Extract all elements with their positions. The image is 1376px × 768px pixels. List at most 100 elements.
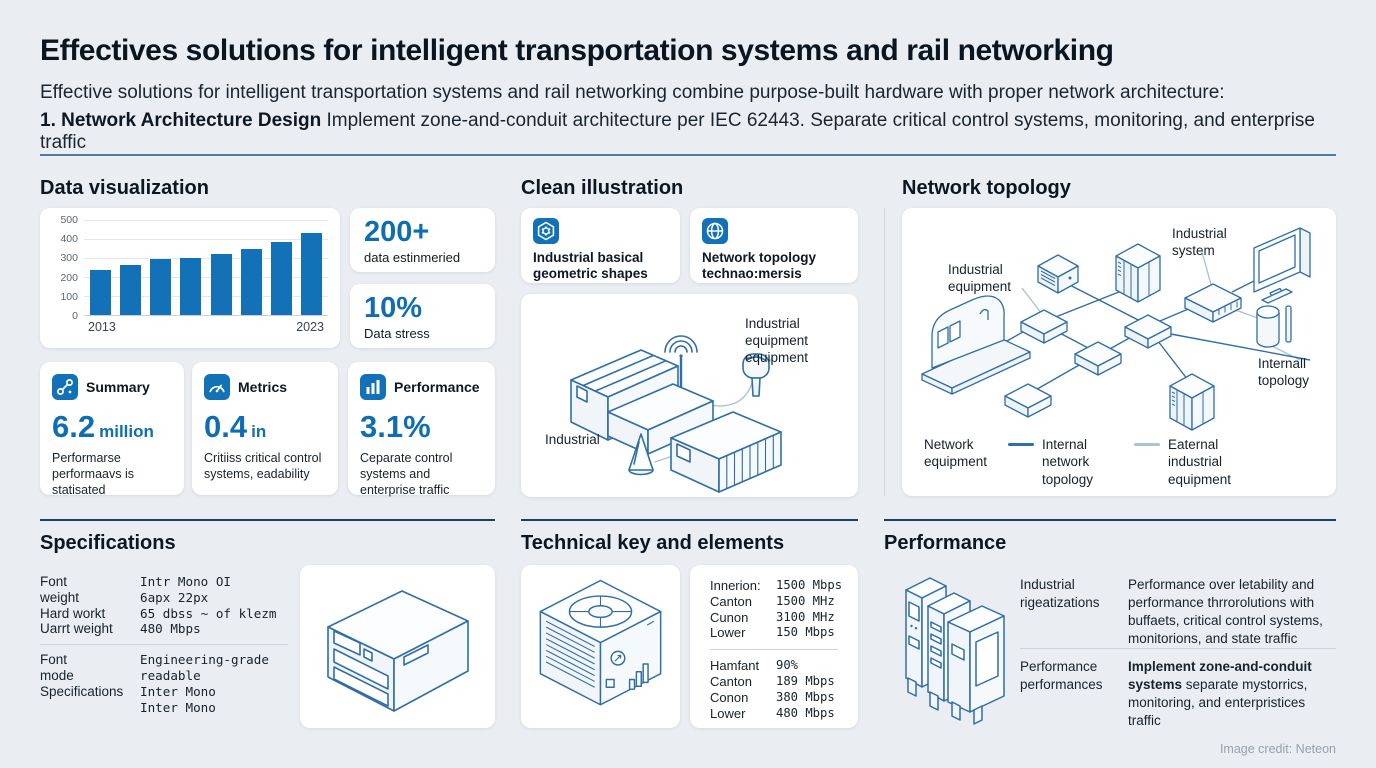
spec-label: Font: [40, 652, 68, 668]
metric-label: Performance: [394, 379, 480, 395]
performance-divider: [1020, 648, 1336, 649]
section-rule: [40, 519, 495, 521]
metric-label: Metrics: [238, 379, 288, 395]
section-title-specifications: Specifications: [40, 532, 176, 554]
stat-caption: data estinmeried: [364, 250, 461, 266]
section-title-network-topology: Network topology: [902, 177, 1071, 199]
spec-value: Engineering-grade: [140, 652, 269, 668]
performance-text-body: separate mystorrics, monitoring, and ent…: [1128, 676, 1308, 728]
machine-illustration-card: Industrial equipment equipment Industria…: [521, 294, 858, 497]
legend-network-equipment: Network equipment: [924, 437, 988, 470]
performance-text-body: Performance over letability and performa…: [1128, 577, 1323, 646]
tech-label: Conon: [710, 689, 749, 705]
topology-label-industrial-equipment: Industrial equipment: [948, 262, 1012, 294]
industrial-machine-illustration: [570, 335, 782, 493]
section-title-data-visualization: Data visualization: [40, 177, 209, 199]
hexagon-gear-icon: [533, 218, 559, 244]
performance-row-text: Performance over letability and performa…: [1128, 576, 1340, 648]
gauge-icon: [204, 374, 230, 400]
clean-card-label: Network topology technao:mersis: [702, 250, 816, 281]
performance-row-label: Performance performances: [1020, 659, 1103, 692]
network-topology-diagram: [921, 227, 1311, 431]
spec-value: Intr Mono OI: [140, 574, 231, 589]
metric-value: 0.4: [204, 409, 248, 444]
spec-divider: [40, 644, 288, 646]
metric-value: 3.1%: [360, 409, 431, 444]
chart-x-first-label: 2013: [88, 320, 116, 334]
spec-label: weight: [40, 589, 80, 605]
tech-value: 90%: [776, 658, 799, 673]
section-title-clean-illustration: Clean illustration: [521, 177, 684, 199]
tech-label: Canton: [710, 593, 752, 609]
image-credit: Image credit: Neteon: [1219, 742, 1336, 756]
tech-value: 150 Mbps: [776, 625, 835, 640]
chart-bars: [84, 220, 328, 315]
spec-value: readable: [140, 667, 201, 683]
spec-value: 6apx 22px: [140, 589, 209, 605]
step-text: Implement zone-and-conduit architecture …: [40, 110, 1315, 153]
legend-swatch-light: [1134, 443, 1160, 446]
performance-text-lead: Implement zone-and-conduit systems: [1128, 659, 1312, 692]
stat-card-data-estimated: 200+ data estinmeried: [350, 208, 495, 272]
topology-label-industrial-system: Industrial system: [1172, 226, 1227, 258]
tech-label: Lower: [710, 705, 746, 721]
page-step-line: 1. Network Architecture Design Implement…: [40, 110, 1340, 154]
machine-label-bottom-left: Industrial: [545, 432, 600, 447]
column-divider: [884, 208, 885, 496]
spec-label: Specifications: [40, 683, 124, 699]
section-rule: [521, 519, 858, 521]
bar-chart-icon: [360, 374, 386, 400]
spec-value: 65 dbss ~ of klezm: [140, 605, 277, 621]
legend-swatch-dark: [1008, 443, 1034, 446]
step-bold: 1. Network Architecture Design: [40, 110, 322, 131]
clean-card-topology: Network topology technao:mersis: [690, 208, 858, 283]
section-rule: [884, 519, 1336, 521]
metric-unit: million: [99, 422, 154, 441]
tech-value: 480 Mbps: [776, 705, 835, 720]
stat-card-data-stress: 10% Data stress: [350, 284, 495, 348]
legend-eaternal-industrial-equipment: Eaternal industrial equipment: [1168, 437, 1232, 487]
spec-label: Hard workt: [40, 605, 106, 621]
tech-label: Hamfant: [710, 658, 760, 674]
topology-label-internall-topology: Internall topology: [1258, 356, 1310, 388]
chart-x-last-label: 2023: [296, 320, 324, 334]
spec-label: Font: [40, 574, 68, 589]
stat-caption: Data stress: [364, 326, 430, 342]
machine-label-top-right: Industrial equipment equipment: [745, 316, 809, 365]
globe-icon: [702, 218, 728, 244]
spec-label: [40, 700, 140, 716]
tech-value: 1500 Mbps: [776, 578, 843, 592]
tech-cube-card: [521, 565, 680, 728]
metric-label: Summary: [86, 379, 150, 395]
metric-description: Performarse performaavs is statisated: [52, 451, 134, 497]
chart-plot: [84, 220, 328, 316]
tech-value: 380 Mbps: [776, 689, 835, 704]
performance-row-label: Industrial rigeatizations: [1020, 577, 1100, 610]
stat-value: 10%: [364, 292, 423, 324]
spec-value: Inter Mono: [140, 683, 216, 699]
metric-card-performance: Performance 3.1% Ceparate control system…: [348, 362, 495, 497]
page-title: Effectives solutions for intelligent tra…: [40, 34, 1114, 67]
section-title-technical: Technical key and elements: [521, 532, 785, 554]
page-subtitle: Effective solutions for intelligent tran…: [40, 82, 1225, 103]
metric-value: 6.2: [52, 409, 96, 444]
performance-row-text: Implement zone-and-conduit systems separ…: [1128, 658, 1340, 730]
legend-internal-network-topology: Internal network topology: [1042, 437, 1094, 487]
metric-unit: in: [251, 422, 267, 441]
tech-value: 1500 MHz: [776, 593, 835, 608]
metric-description: Ceparate control systems and enterprise …: [360, 451, 453, 497]
tech-label: Lower: [710, 625, 746, 641]
clean-card-label: Industrial basical geometric shapes: [533, 250, 648, 281]
spec-value: 480 Mbps: [140, 621, 201, 637]
chart-grid: [84, 220, 328, 315]
tech-divider: [710, 649, 838, 651]
header-divider: [40, 154, 1336, 156]
metric-description: Critiiss critical control systems, eadab…: [204, 451, 322, 481]
section-title-performance: Performance: [884, 532, 1007, 554]
spec-value: Inter Mono: [140, 699, 216, 715]
spec-label: Uarrt weight: [40, 621, 113, 637]
